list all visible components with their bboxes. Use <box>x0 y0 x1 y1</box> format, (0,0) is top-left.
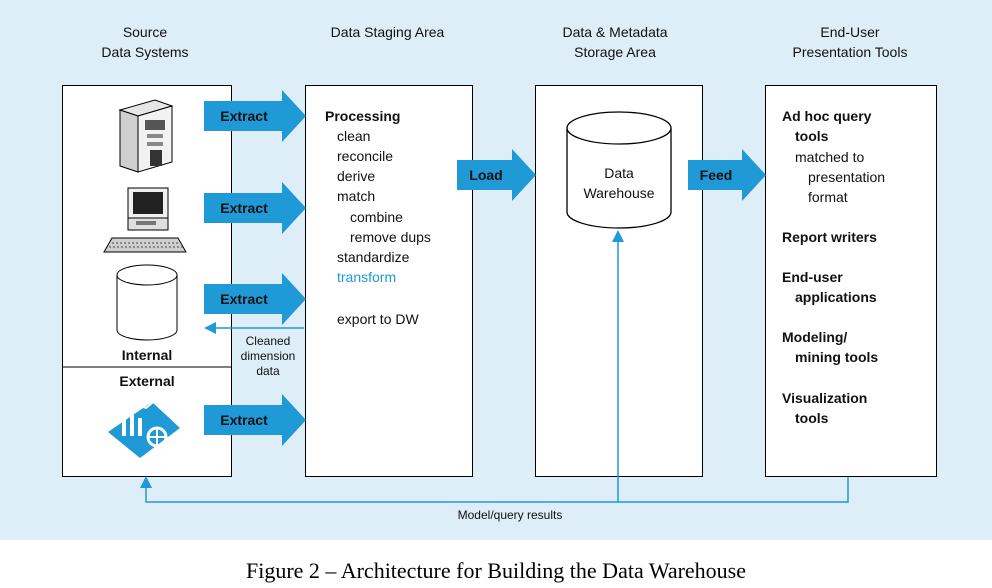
external-data-icon <box>108 397 180 458</box>
tool-report-writers: Report writers <box>782 229 877 245</box>
cleaned-note-line-3: data <box>256 364 280 378</box>
load-arrow <box>457 149 536 201</box>
external-label: External <box>119 373 175 389</box>
step-transform: transform <box>337 269 397 285</box>
extract-arrow-4 <box>204 394 306 446</box>
step-derive: derive <box>337 168 376 184</box>
model-query-results-label: Model/query results <box>457 508 563 522</box>
extract-label-2: Extract <box>220 200 268 216</box>
model-query-results-loop <box>140 230 849 503</box>
tool-adhoc-line-1: Ad hoc query <box>782 108 872 124</box>
processing-title: Processing <box>325 108 401 124</box>
presentation-tools-panel <box>765 85 937 477</box>
database-icon <box>116 264 178 341</box>
dw-label-line-2: Warehouse <box>583 185 655 201</box>
tool-adhoc-line-4: presentation <box>808 169 886 185</box>
step-match: match <box>337 188 376 204</box>
tool-adhoc-line-2: tools <box>795 128 829 144</box>
figure-caption: Figure 2 – Architecture for Building the… <box>245 558 747 583</box>
tool-enduser-line-1: End-user <box>782 269 843 285</box>
cleaned-note-line-2: dimension <box>240 349 296 363</box>
extract-arrow-3 <box>204 273 306 325</box>
tool-enduser-line-2: applications <box>795 289 877 305</box>
tool-modeling-line-2: mining tools <box>795 349 879 365</box>
extract-label-3: Extract <box>220 291 268 307</box>
staging-area-panel <box>305 85 473 477</box>
step-standardize: standardize <box>337 249 410 265</box>
architecture-diagram: Source Data Systems Data Staging Area Da… <box>0 0 992 540</box>
tool-visualization-line-2: tools <box>795 410 829 426</box>
step-remove-dups: remove dups <box>350 229 431 245</box>
step-reconcile: reconcile <box>337 148 394 164</box>
tool-adhoc-line-5: format <box>808 189 848 205</box>
server-icon <box>118 99 174 173</box>
step-clean: clean <box>337 128 371 144</box>
extract-label-4: Extract <box>220 412 268 428</box>
feed-arrow <box>688 149 766 201</box>
tool-visualization-line-1: Visualization <box>782 390 868 406</box>
cleaned-note-line-1: Cleaned <box>245 334 291 348</box>
data-warehouse-cylinder-icon <box>566 111 672 229</box>
load-label: Load <box>469 167 503 183</box>
heading-source-data-systems: Source Data Systems <box>101 24 189 60</box>
extract-label-1: Extract <box>220 108 268 124</box>
extract-arrow-2 <box>204 182 306 234</box>
tool-modeling-line-1: Modeling/ <box>782 329 848 345</box>
step-combine: combine <box>350 209 403 225</box>
heading-presentation-tools: End-User Presentation Tools <box>792 24 908 60</box>
dw-label-line-1: Data <box>604 165 634 181</box>
extract-arrow-1 <box>204 90 306 142</box>
heading-storage-area: Data & Metadata Storage Area <box>562 24 668 60</box>
heading-data-staging-area: Data Staging Area <box>330 24 445 40</box>
internal-label: Internal <box>121 347 173 363</box>
step-export-to-dw: export to DW <box>337 311 419 327</box>
feed-label: Feed <box>699 167 733 183</box>
workstation-icon <box>103 187 187 253</box>
diagram-graphics <box>62 90 849 503</box>
tool-adhoc-line-3: matched to <box>795 149 865 165</box>
